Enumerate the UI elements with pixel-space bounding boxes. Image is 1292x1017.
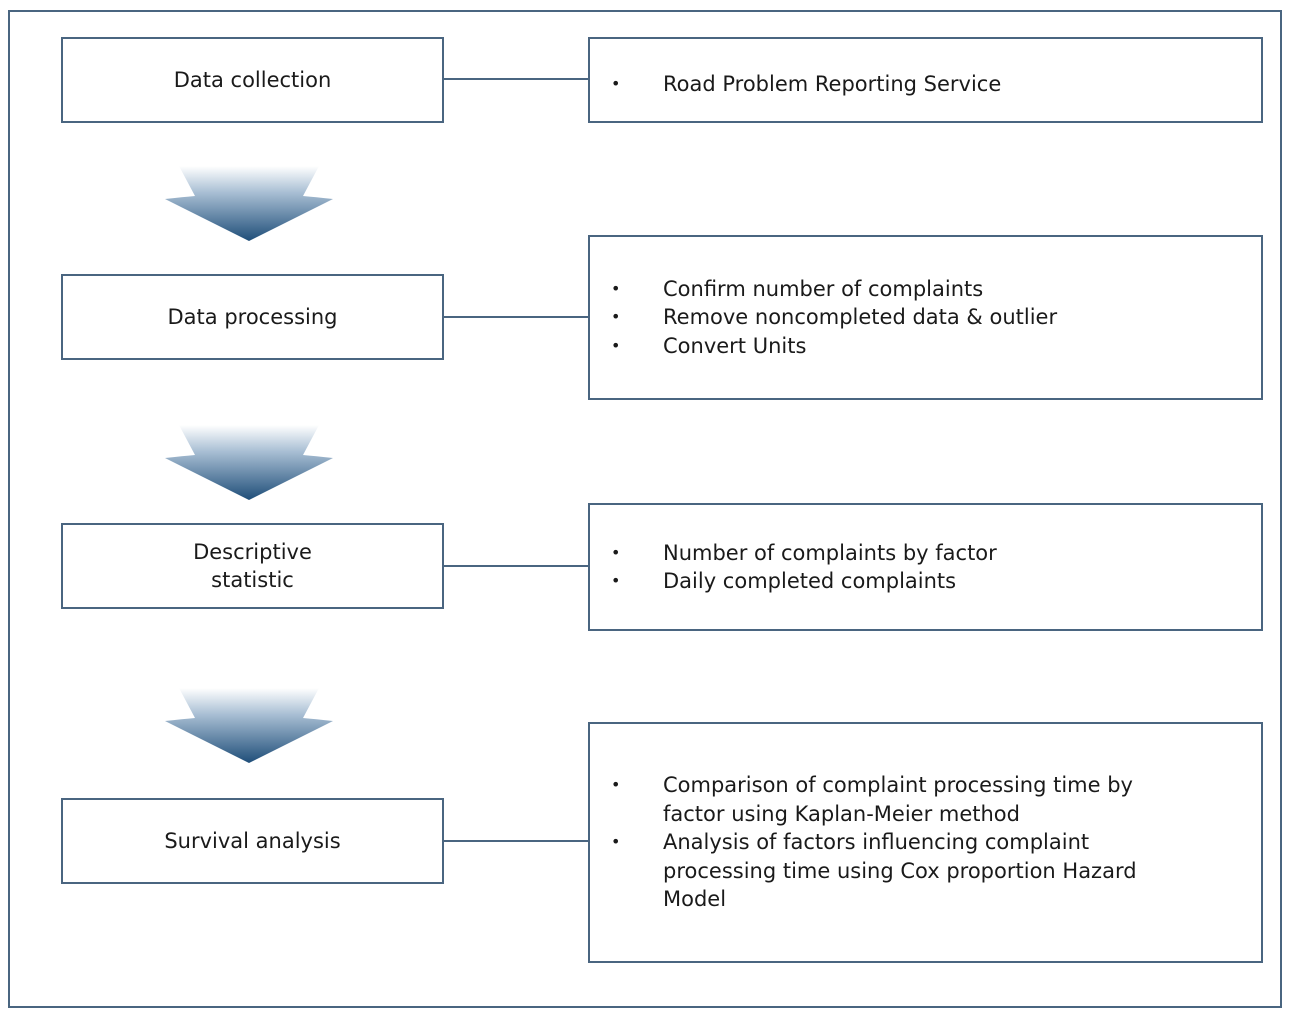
down-arrow-icon [165, 688, 333, 763]
detail-list: • Comparison of complaint processing tim… [590, 771, 1261, 914]
step-label: Data collection [173, 68, 332, 92]
step-box-descriptive-statistic: Descriptive statistic [61, 523, 444, 609]
step-label: Data processing [167, 305, 338, 329]
step-box-data-collection: Data collection [61, 37, 444, 123]
detail-text: Number of complaints by factor [663, 540, 997, 565]
bullet-icon: • [611, 73, 621, 93]
detail-box-descriptive-statistic: • Number of complaints by factor • Daily… [588, 503, 1263, 631]
detail-list: • Number of complaints by factor • Daily… [590, 539, 1261, 596]
connector-line [444, 840, 588, 842]
detail-item: • Road Problem Reporting Service [590, 70, 1261, 99]
connector-line [444, 565, 588, 567]
step-label: Descriptive statistic [193, 540, 312, 592]
detail-text: Road Problem Reporting Service [663, 71, 1002, 96]
detail-item: • Remove noncompleted data & outlier [590, 303, 1261, 332]
detail-box-data-processing: • Confirm number of complaints • Remove … [588, 235, 1263, 400]
bullet-icon: • [611, 775, 621, 795]
down-arrow-icon [165, 166, 333, 241]
detail-text: Comparison of complaint processing time … [663, 773, 1133, 826]
detail-text: Confirm number of complaints [663, 276, 984, 301]
detail-item: • Convert Units [590, 332, 1261, 361]
connector-line [444, 316, 588, 318]
detail-list: • Road Problem Reporting Service [590, 66, 1261, 96]
detail-item: • Number of complaints by factor [590, 539, 1261, 568]
step-label: Survival analysis [164, 829, 341, 853]
detail-item: • Confirm number of complaints [590, 275, 1261, 304]
detail-item: • Analysis of factors influencing compla… [590, 828, 1261, 914]
down-arrow-icon [165, 425, 333, 500]
bullet-icon: • [611, 335, 621, 355]
step-box-survival-analysis: Survival analysis [61, 798, 444, 884]
bullet-icon: • [611, 832, 621, 852]
detail-text: Daily completed complaints [663, 569, 957, 593]
connector-line [444, 78, 588, 80]
detail-list: • Confirm number of complaints • Remove … [590, 275, 1261, 361]
bullet-icon: • [611, 278, 621, 298]
bullet-icon: • [611, 542, 621, 562]
detail-text: Convert Units [663, 333, 807, 358]
diagram-frame [8, 10, 1282, 1008]
detail-item: • Daily completed complaints [590, 567, 1261, 596]
detail-box-data-collection: • Road Problem Reporting Service [588, 37, 1263, 123]
detail-text: Remove noncompleted data & outlier [663, 305, 1058, 330]
detail-text: Analysis of factors influencing complain… [663, 830, 1137, 912]
bullet-icon: • [611, 307, 621, 327]
step-box-data-processing: Data processing [61, 274, 444, 360]
bullet-icon: • [611, 571, 621, 590]
detail-box-survival-analysis: • Comparison of complaint processing tim… [588, 722, 1263, 963]
detail-item: • Comparison of complaint processing tim… [590, 771, 1261, 828]
